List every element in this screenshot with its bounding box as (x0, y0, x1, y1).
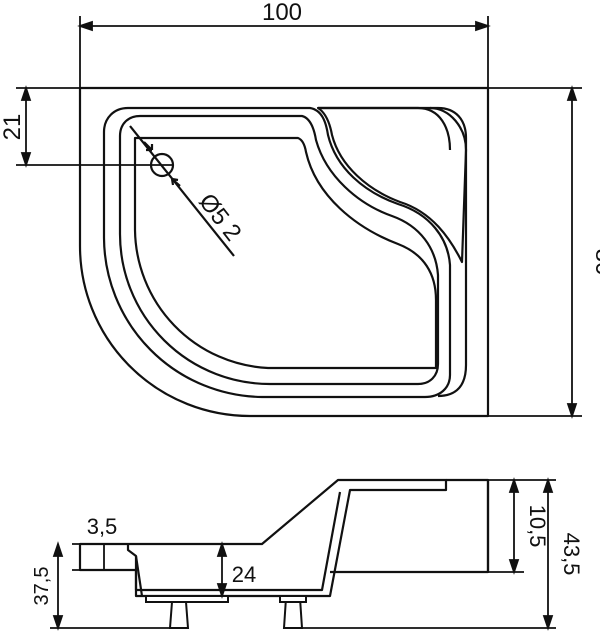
plan-rim (318, 106, 468, 398)
front-height-label: 37,5 (31, 567, 53, 606)
width-arrow-right (475, 20, 491, 32)
platform-label: 10,5 (525, 505, 550, 548)
rim-label: 3,5 (87, 514, 118, 539)
side-view (78, 478, 490, 598)
depth-label: 80 (590, 249, 600, 276)
offset-arrow-top (20, 85, 32, 101)
total-arrow-top (542, 477, 554, 493)
inner-depth-label: 24 (232, 562, 256, 587)
total-arrow-bottom (542, 615, 554, 631)
side-dimensions (50, 477, 556, 631)
drain-diameter-leader (129, 125, 235, 257)
depth-arrow-bottom (566, 403, 578, 419)
foot-left (168, 601, 190, 629)
plan-view (78, 86, 490, 418)
foot-left-plate (145, 595, 229, 603)
offset-arrow-bottom (20, 152, 32, 168)
total-height-label: 43,5 (559, 533, 584, 576)
rim-right-band (316, 106, 468, 264)
front-height-arrow-bottom (52, 615, 64, 631)
drain-offset-label: 21 (0, 114, 26, 141)
inner-depth-arrow-bottom (216, 583, 228, 599)
drain-diameter-label: Ø5 2 (193, 189, 246, 247)
side-basin (126, 544, 144, 597)
plan-dimensions (16, 16, 582, 419)
side-basin-floor (134, 491, 342, 592)
platform-arrow-bottom (508, 559, 520, 575)
foot-right-plate (279, 595, 307, 603)
width-label: 100 (262, 0, 302, 26)
rim-top-right (318, 106, 468, 398)
platform-arrow-top (508, 477, 520, 493)
depth-arrow-top (566, 85, 578, 101)
inner-depth-arrow-top (216, 541, 228, 557)
front-height-arrow-top (52, 541, 64, 557)
width-arrow-left (77, 20, 93, 32)
basin-contour (133, 136, 438, 370)
drain-arrow-upper (143, 141, 154, 152)
rim-inner-contour (118, 114, 440, 386)
tray-outer-outline (78, 86, 490, 418)
side-platform (330, 478, 490, 574)
rim-outer-contour (102, 106, 452, 399)
drain-arrow-lower (170, 177, 181, 187)
side-feet (145, 595, 307, 629)
